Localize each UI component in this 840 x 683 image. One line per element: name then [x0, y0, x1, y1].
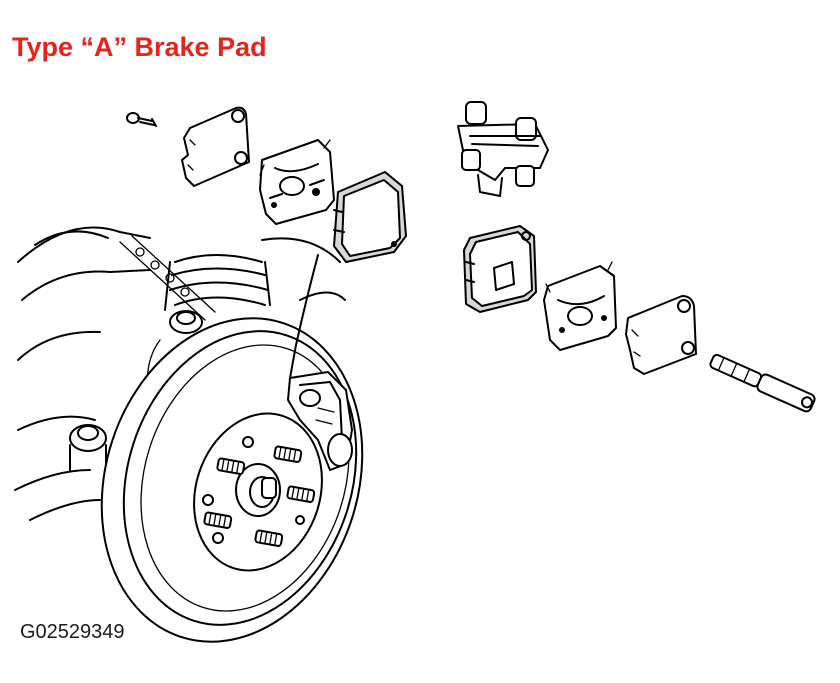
outer-anti-squeal-shim: [625, 295, 697, 375]
pad-guide-pin: [709, 353, 816, 413]
anti-rattle-clip: [126, 112, 157, 127]
wheel-studs: [203, 445, 316, 547]
caliper-mounting-bracket: [287, 371, 353, 471]
inner-pad-support-plate: [259, 139, 335, 225]
figure-id: G02529349: [20, 621, 125, 643]
outer-pad-support-plate: [543, 261, 617, 351]
inner-brake-pad: [333, 171, 407, 263]
pad-retaining-spring: [457, 101, 549, 197]
diagram-title: Type “A” Brake Pad: [12, 32, 267, 62]
brake-disc-rotor: [100, 317, 364, 643]
suspension-assembly: [14, 226, 346, 521]
wear-indicator-wire: [289, 254, 319, 379]
outer-brake-pad: [463, 225, 537, 313]
inner-anti-squeal-shim: [181, 106, 250, 187]
